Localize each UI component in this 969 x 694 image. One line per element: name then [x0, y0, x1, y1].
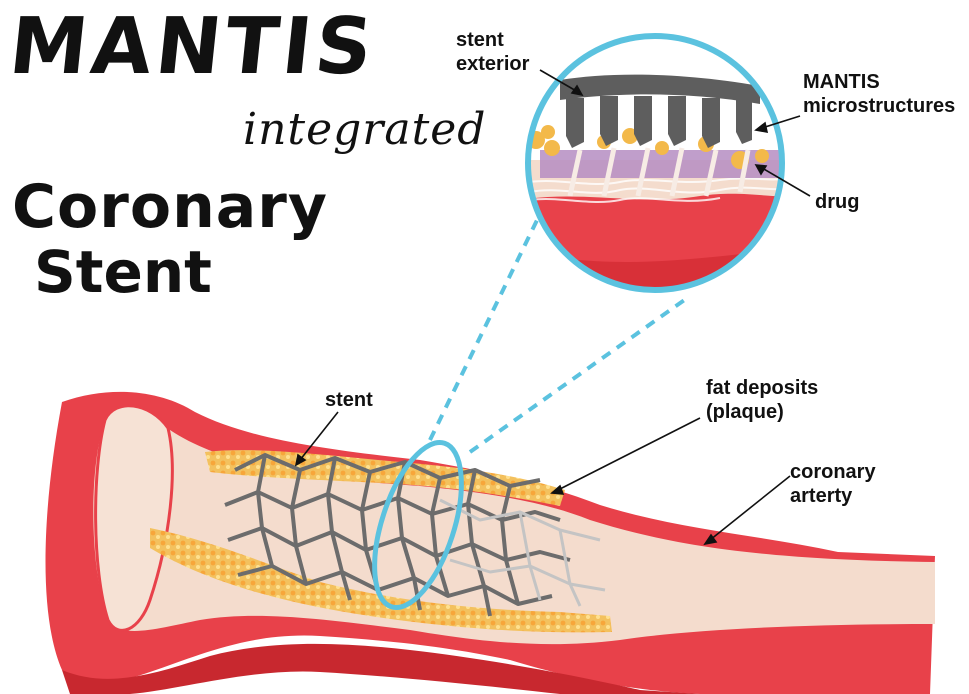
title-stent: Stent — [34, 238, 212, 306]
leader-fat — [558, 418, 700, 490]
label-stent-exterior-line1: stent — [456, 28, 529, 52]
label-mantis-line1: MANTIS — [803, 70, 955, 94]
title-integrated: integrated — [243, 104, 486, 155]
label-drug: drug — [815, 190, 859, 214]
label-fat-deposits: fat deposits (plaque) — [706, 376, 818, 424]
title-coronary: Coronary — [12, 172, 328, 242]
zoom-detail — [520, 30, 790, 300]
label-mantis-microstructures: MANTIS microstructures — [803, 70, 955, 118]
label-coronary-line2: arterty — [790, 484, 876, 508]
label-coronary-artery: coronary arterty — [790, 460, 876, 508]
callout-line-lower — [470, 296, 690, 452]
label-fat-line1: fat deposits — [706, 376, 818, 400]
label-mantis-line2: microstructures — [803, 94, 955, 118]
title-mantis: MANTIS — [5, 2, 380, 92]
label-stent: stent — [325, 388, 373, 412]
label-coronary-line1: coronary — [790, 460, 876, 484]
leader-coronary — [710, 476, 790, 540]
label-stent-exterior-line2: exterior — [456, 52, 529, 76]
label-stent-exterior: stent exterior — [456, 28, 529, 76]
label-fat-line2: (plaque) — [706, 400, 818, 424]
callout-line-upper — [430, 214, 540, 440]
